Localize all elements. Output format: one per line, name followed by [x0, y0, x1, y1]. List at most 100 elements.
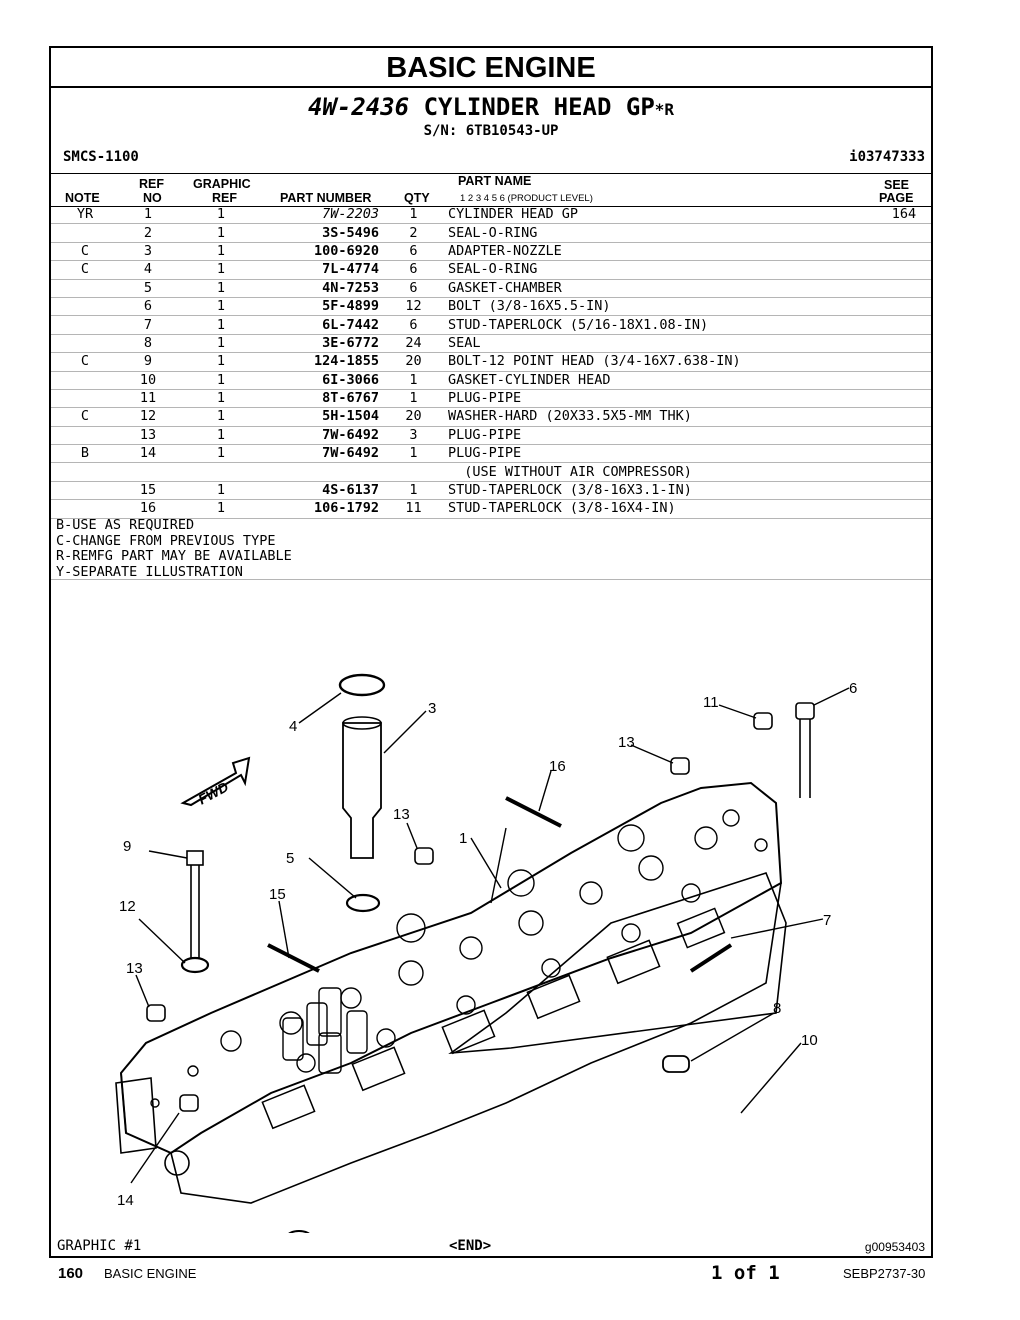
row-graphic-ref: 1 — [177, 499, 265, 519]
callout-5: 5 — [286, 850, 294, 867]
row-part-name: STUD-TAPERLOCK (3/8-16X3.1-IN) — [448, 481, 877, 501]
row-part-name: STUD-TAPERLOCK (5/16-18X1.08-IN) — [448, 315, 877, 335]
row-part-number: 5F-4899 — [265, 297, 379, 317]
row-graphic-ref: 1 — [177, 223, 265, 243]
note-y: Y-SEPARATE ILLUSTRATION — [56, 563, 243, 580]
row-see-page — [877, 407, 931, 427]
row-part-name: SEAL-O-RING — [448, 223, 877, 243]
row-see-page: 164 — [877, 206, 931, 225]
row-part-number — [265, 462, 379, 482]
row-see-page — [877, 426, 931, 446]
row-part-name: STUD-TAPERLOCK (3/8-16X4-IN) — [448, 499, 877, 519]
row-graphic-ref: 1 — [177, 334, 265, 354]
row-see-page — [877, 315, 931, 335]
row-ref-no: 4 — [119, 260, 177, 280]
callout-11: 11 — [703, 694, 719, 711]
row-ref-no: 9 — [119, 352, 177, 372]
row-note — [51, 315, 119, 335]
row-qty: 12 — [379, 297, 448, 317]
row-part-name: (USE WITHOUT AIR COMPRESSOR) — [448, 462, 877, 482]
callout-8: 8 — [773, 1000, 781, 1017]
page-of: 1 of 1 — [711, 1262, 780, 1284]
row-part-number: 8T-6767 — [265, 389, 379, 409]
row-see-page — [877, 371, 931, 390]
row-ref-no: 3 — [119, 242, 177, 262]
row-note — [51, 389, 119, 409]
callout-10: 10 — [801, 1032, 818, 1049]
row-graphic-ref: 1 — [177, 297, 265, 317]
row-note: YR — [51, 206, 119, 225]
row-qty: 1 — [379, 206, 448, 225]
row-part-name: SEAL — [448, 334, 877, 354]
document-id: SEBP2737-30 — [843, 1266, 926, 1281]
row-qty: 2 — [379, 223, 448, 243]
row-qty: 6 — [379, 260, 448, 280]
row-part-number: 7L-4774 — [265, 260, 379, 280]
row-see-page — [877, 444, 931, 464]
col-see-bottom: PAGE — [879, 191, 914, 205]
callout-1: 1 — [459, 830, 467, 847]
col-qty: QTY — [404, 191, 430, 205]
page-number: 160 — [58, 1265, 84, 1282]
row-ref-no: 11 — [119, 389, 177, 409]
row-part-number: 5H-1504 — [265, 407, 379, 427]
row-ref-no: 10 — [119, 371, 177, 390]
col-part-number: PART NUMBER — [280, 191, 372, 205]
row-part-number: 7W-2203 — [265, 206, 379, 225]
row-see-page — [877, 334, 931, 354]
callout-3: 3 — [428, 700, 436, 717]
row-part-number: 106-1792 — [265, 499, 379, 519]
row-graphic-ref: 1 — [177, 389, 265, 409]
row-part-number: 3S-5496 — [265, 223, 379, 243]
row-ref-no: 13 — [119, 426, 177, 446]
row-qty: 6 — [379, 315, 448, 335]
row-ref-no: 12 — [119, 407, 177, 427]
callout-7: 7 — [823, 912, 831, 929]
row-part-number: 7W-6492 — [265, 426, 379, 446]
cylinder-head-body — [119, 781, 783, 1155]
callout-14: 14 — [117, 1192, 134, 1209]
callout-13-right: 13 — [618, 734, 635, 751]
row-ref-no: 7 — [119, 315, 177, 335]
graphic-code: g00953403 — [864, 1240, 925, 1254]
row-see-page — [877, 352, 931, 372]
notes-legend: B-USE AS REQUIRED C-CHANGE FROM PREVIOUS… — [56, 517, 292, 580]
row-note — [51, 481, 119, 501]
row-note — [51, 499, 119, 519]
row-qty: 1 — [379, 481, 448, 501]
row-graphic-ref: 1 — [177, 444, 265, 464]
fwd-label: FWD — [195, 778, 231, 807]
row-part-number: 4S-6137 — [265, 481, 379, 501]
row-qty: 20 — [379, 352, 448, 372]
row-part-name: SEAL-O-RING — [448, 260, 877, 280]
col-graphic-top: GRAPHIC — [193, 177, 251, 191]
row-qty: 11 — [379, 499, 448, 519]
exploded-view-illustration: 1 2 3 4 5 6 7 8 9 10 11 12 13 13 13 14 1… — [115, 673, 857, 1233]
col-ref-top: REF — [139, 177, 164, 191]
row-see-page — [877, 462, 931, 482]
row-qty: 6 — [379, 279, 448, 298]
callout-15: 15 — [269, 886, 286, 903]
callout-6: 6 — [849, 680, 857, 697]
row-qty: 1 — [379, 389, 448, 409]
note-c: C-CHANGE FROM PREVIOUS TYPE — [56, 532, 276, 549]
row-note: B — [51, 444, 119, 464]
adapter-nozzle-drawing — [342, 722, 382, 859]
row-qty: 1 — [379, 371, 448, 390]
col-ref-bottom: NO — [143, 191, 162, 205]
row-part-name: PLUG-PIPE — [448, 426, 877, 446]
group-part-name: CYLINDER HEAD GP — [423, 93, 655, 121]
row-graphic-ref: 1 — [177, 481, 265, 501]
callout-12: 12 — [119, 898, 136, 915]
